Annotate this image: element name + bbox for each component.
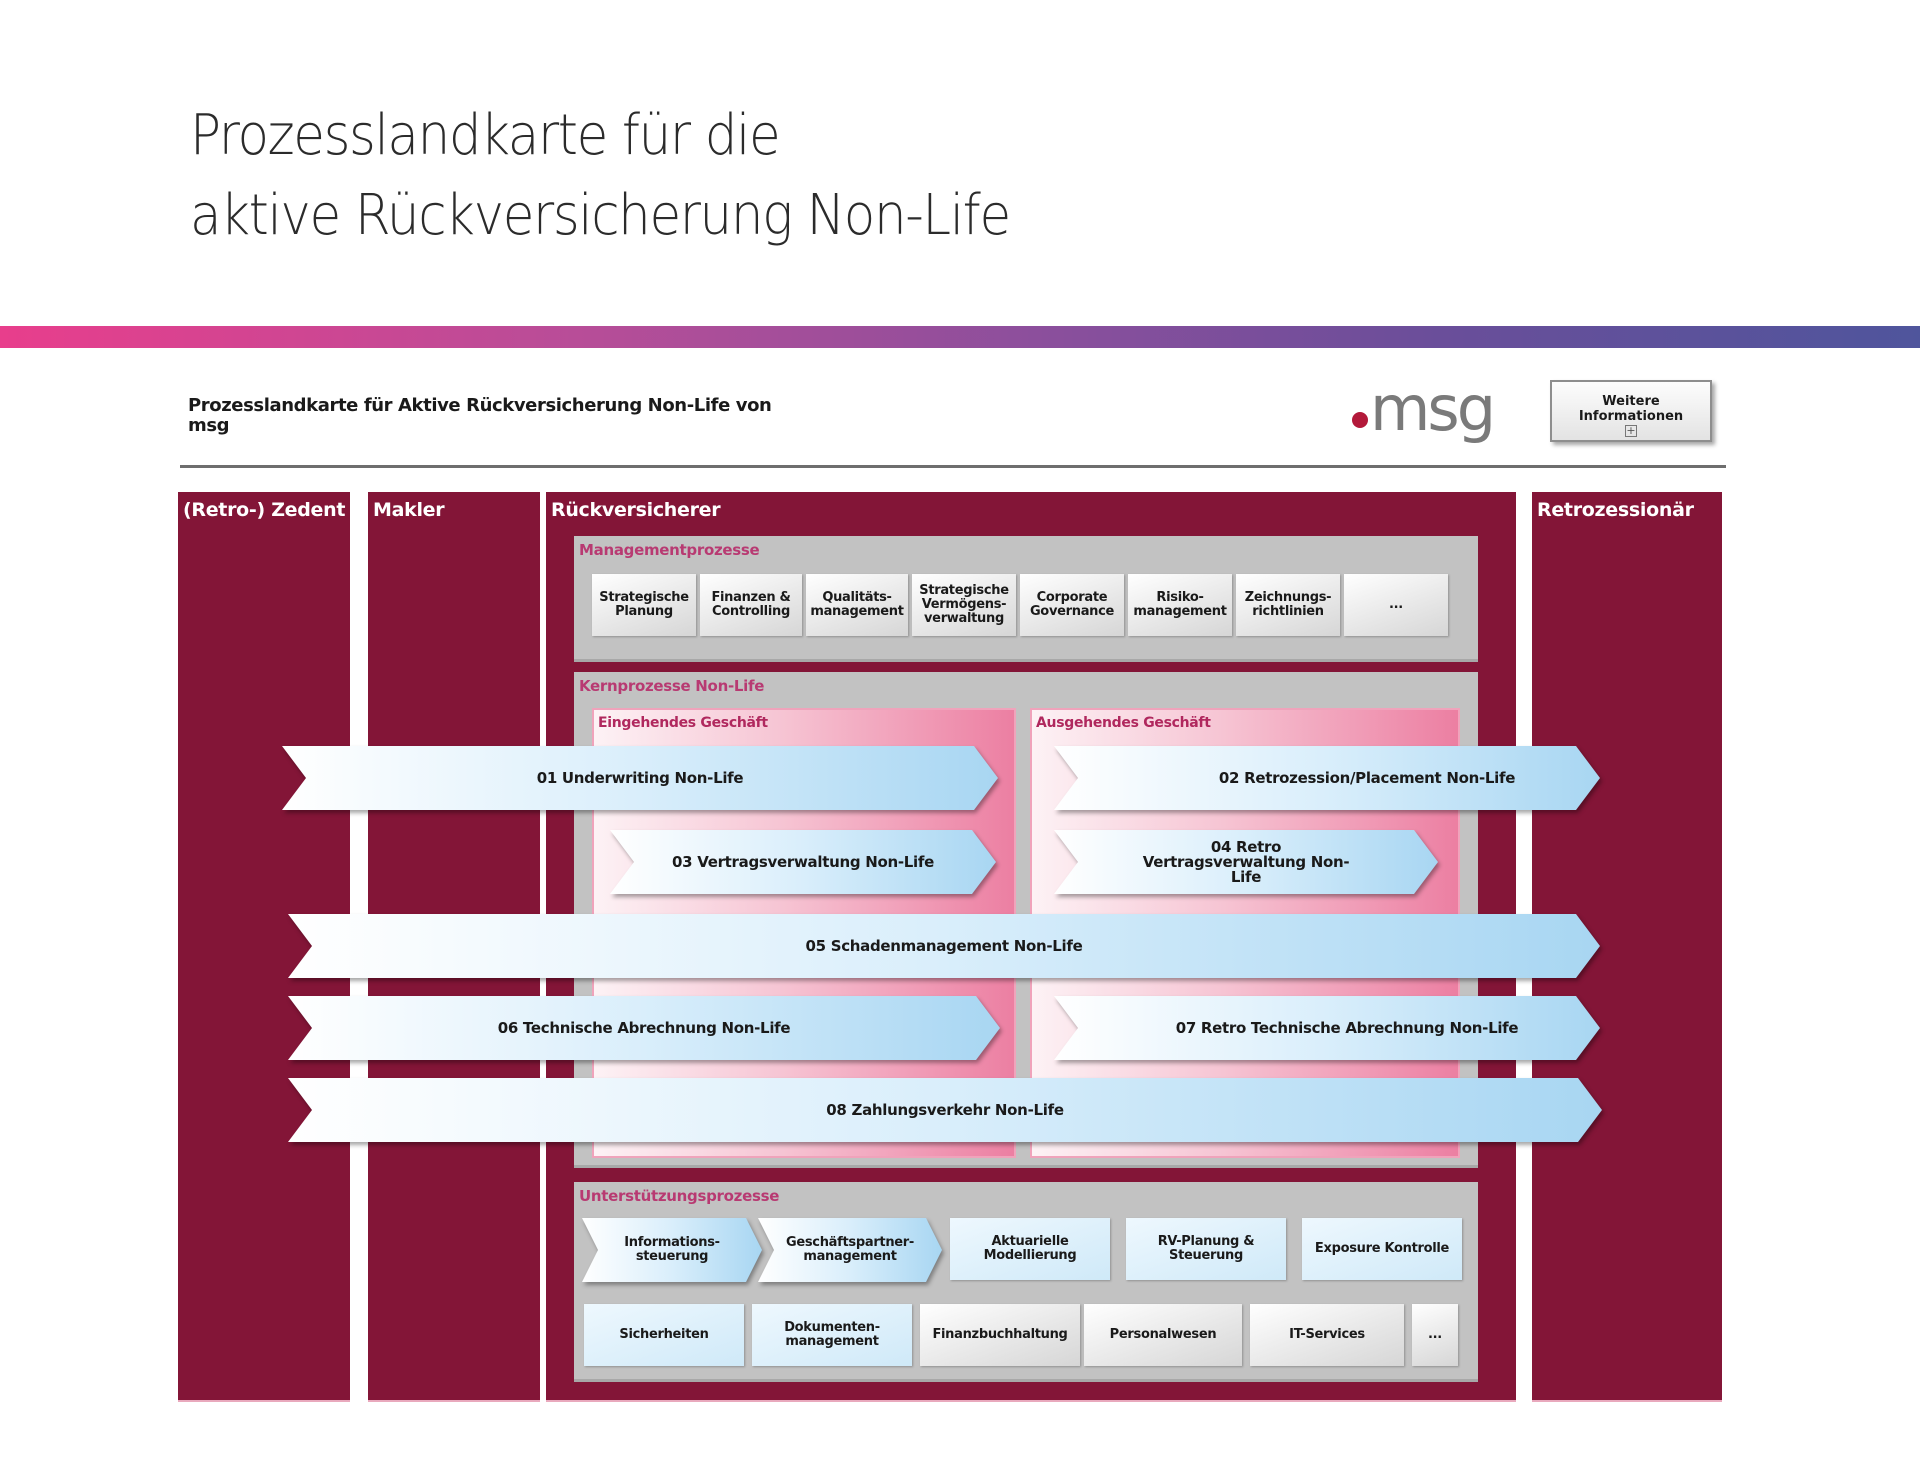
support-arrow-label: Geschäftspartner-management bbox=[785, 1235, 915, 1264]
process-arrow-label: 03 Vertragsverwaltung Non-Life bbox=[672, 852, 934, 871]
plus-box-icon: + bbox=[1625, 424, 1637, 437]
support-box[interactable]: Exposure Kontrolle bbox=[1302, 1218, 1462, 1280]
process-arrow-label: 07 Retro Technische Abrechnung Non-Life bbox=[1175, 1018, 1519, 1037]
page-title-line2: aktive Rückversicherung Non-Life bbox=[190, 183, 1011, 248]
logo-dot-icon bbox=[1352, 412, 1368, 428]
process-arrow-04[interactable]: 04 Retro Vertragsverwaltung Non-Life bbox=[1054, 830, 1438, 894]
group-label: Unterstützungsprozesse bbox=[579, 1187, 780, 1205]
lane-label: Makler bbox=[373, 499, 445, 521]
process-box-more[interactable]: ... bbox=[1344, 574, 1448, 636]
diagram-title: Prozesslandkarte für Aktive Rückversiche… bbox=[188, 395, 772, 436]
support-box[interactable]: Finanzbuchhaltung bbox=[920, 1304, 1080, 1366]
process-box[interactable]: Qualitäts-management bbox=[806, 574, 908, 636]
support-arrow-label: Informations-steuerung bbox=[624, 1235, 720, 1264]
process-arrow-label: 05 Schadenmanagement Non-Life bbox=[805, 936, 1083, 955]
group-label: Managementprozesse bbox=[579, 541, 760, 559]
support-box-more[interactable]: ... bbox=[1412, 1304, 1458, 1366]
process-arrow-03[interactable]: 03 Vertragsverwaltung Non-Life bbox=[610, 830, 996, 894]
process-arrow-label: 04 Retro Vertragsverwaltung Non-Life bbox=[1142, 837, 1350, 886]
process-arrow-02[interactable]: 02 Retrozession/Placement Non-Life bbox=[1054, 746, 1600, 810]
process-arrow-07[interactable]: 07 Retro Technische Abrechnung Non-Life bbox=[1054, 996, 1600, 1060]
process-arrow-label: 06 Technische Abrechnung Non-Life bbox=[497, 1018, 791, 1037]
process-box[interactable]: Zeichnungs-richtlinien bbox=[1236, 574, 1340, 636]
header-divider bbox=[180, 465, 1726, 468]
process-box[interactable]: Risiko-management bbox=[1128, 574, 1232, 636]
more-information-button[interactable]: Weitere Informationen + bbox=[1550, 380, 1712, 442]
support-box[interactable]: RV-Planung & Steuerung bbox=[1126, 1218, 1286, 1280]
support-arrow-information[interactable]: Informations-steuerung bbox=[582, 1218, 762, 1282]
process-arrow-label: 01 Underwriting Non-Life bbox=[536, 768, 744, 787]
support-box[interactable]: Personalwesen bbox=[1084, 1304, 1242, 1366]
page-title: Prozesslandkarte für die aktive Rückvers… bbox=[190, 96, 1011, 256]
support-arrow-partner[interactable]: Geschäftspartner-management bbox=[758, 1218, 942, 1282]
lane-label: Rückversicherer bbox=[551, 499, 721, 521]
process-box[interactable]: Strategische Vermögens-verwaltung bbox=[912, 574, 1016, 636]
msg-logo: msg bbox=[1352, 370, 1496, 445]
logo-text: msg bbox=[1370, 372, 1496, 445]
process-box[interactable]: Strategische Planung bbox=[592, 574, 696, 636]
support-box[interactable]: Sicherheiten bbox=[584, 1304, 744, 1366]
panel-label: Ausgehendes Geschäft bbox=[1036, 715, 1211, 731]
process-arrow-01[interactable]: 01 Underwriting Non-Life bbox=[282, 746, 998, 810]
process-box[interactable]: Corporate Governance bbox=[1020, 574, 1124, 636]
support-box[interactable]: Aktuarielle Modellierung bbox=[950, 1218, 1110, 1280]
lane-label: (Retro-) Zedent bbox=[183, 499, 346, 521]
process-arrow-08[interactable]: 08 Zahlungsverkehr Non-Life bbox=[288, 1078, 1602, 1142]
gradient-divider-bar bbox=[0, 326, 1920, 348]
group-label: Kernprozesse Non-Life bbox=[579, 677, 765, 695]
info-button-line2: Informationen bbox=[1578, 409, 1684, 424]
support-box[interactable]: Dokumenten-management bbox=[752, 1304, 912, 1366]
process-arrow-label: 08 Zahlungsverkehr Non-Life bbox=[826, 1100, 1064, 1119]
panel-label: Eingehendes Geschäft bbox=[598, 715, 768, 731]
process-arrow-05[interactable]: 05 Schadenmanagement Non-Life bbox=[288, 914, 1600, 978]
info-button-line1: Weitere bbox=[1602, 394, 1660, 409]
page-title-line1: Prozesslandkarte für die bbox=[190, 103, 781, 168]
process-arrow-label: 02 Retrozession/Placement Non-Life bbox=[1218, 768, 1516, 787]
lane-label: Retrozessionär bbox=[1537, 499, 1694, 521]
support-box[interactable]: IT-Services bbox=[1250, 1304, 1404, 1366]
process-box[interactable]: Finanzen & Controlling bbox=[700, 574, 802, 636]
process-arrow-06[interactable]: 06 Technische Abrechnung Non-Life bbox=[288, 996, 1000, 1060]
